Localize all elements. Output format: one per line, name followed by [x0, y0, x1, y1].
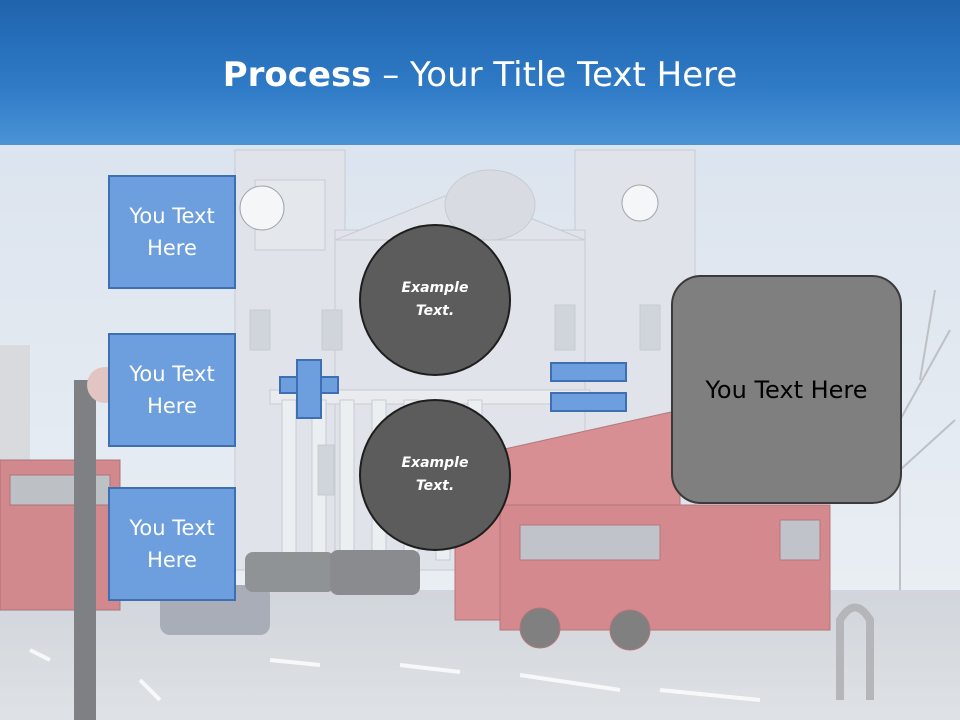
plus-icon-vertical — [296, 359, 322, 419]
text-box-2[interactable]: You Text Here — [108, 333, 236, 447]
result-box-label: You Text Here — [705, 375, 868, 404]
text-box-1-label: You Text Here — [129, 204, 215, 260]
equals-icon-bottom — [550, 392, 627, 412]
result-box[interactable]: You Text Here — [671, 275, 902, 504]
text-box-1[interactable]: You Text Here — [108, 175, 236, 289]
title-bar: Process – Your Title Text Here — [0, 0, 960, 145]
title-bold: Process — [222, 55, 372, 95]
example-circle-1[interactable]: Example Text. — [359, 224, 511, 376]
example-circle-1-label: Example Text. — [401, 280, 469, 319]
red-bus — [454, 409, 831, 651]
text-box-3[interactable]: You Text Here — [108, 487, 236, 601]
title-rest: – Your Title Text Here — [371, 55, 738, 95]
example-circle-2-label: Example Text. — [401, 455, 469, 494]
text-box-2-label: You Text Here — [129, 362, 215, 418]
equals-icon-top — [550, 362, 627, 382]
example-circle-2[interactable]: Example Text. — [359, 399, 511, 551]
slide-title: Process – Your Title Text Here — [0, 48, 960, 102]
text-box-3-label: You Text Here — [129, 516, 215, 572]
